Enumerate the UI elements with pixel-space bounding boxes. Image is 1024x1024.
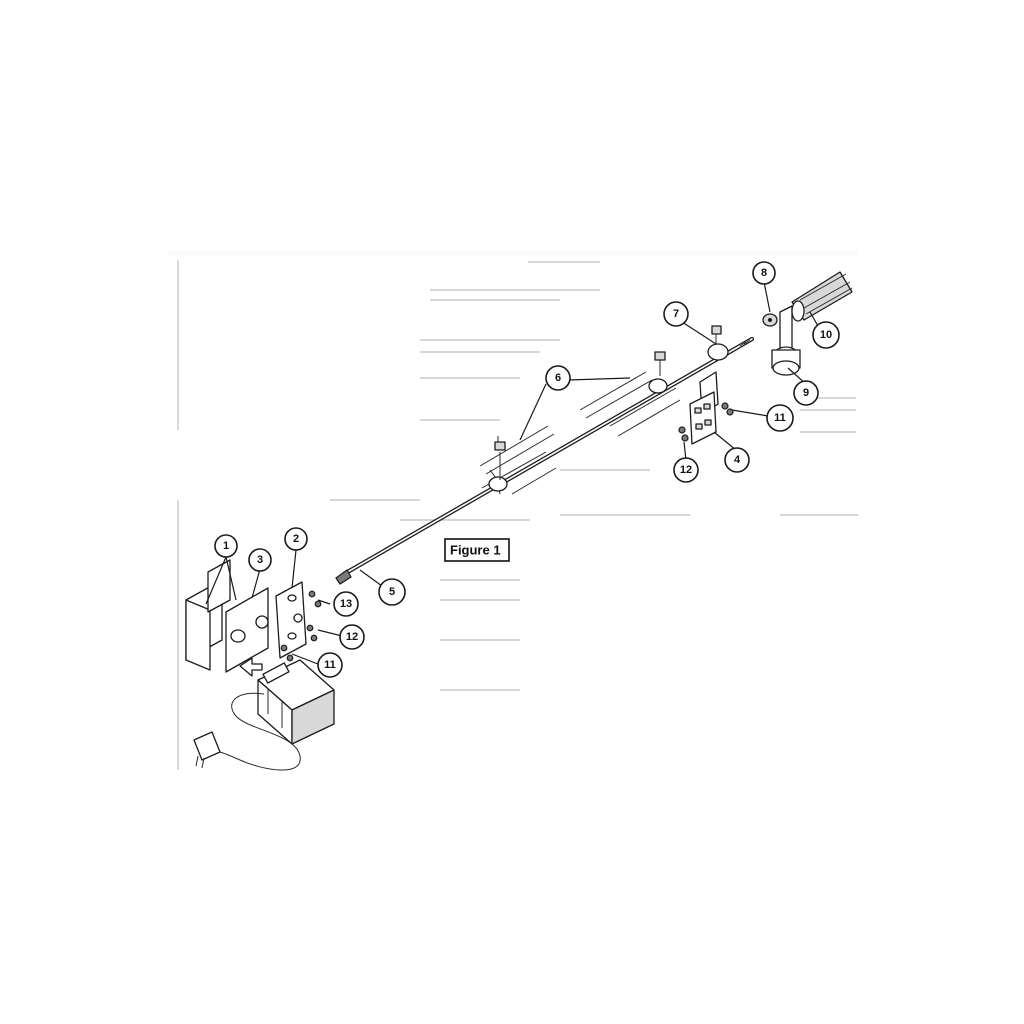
rotisserie-motor xyxy=(257,659,335,745)
callout-12-motor: 12 xyxy=(339,624,365,650)
svg-text:3: 3 xyxy=(257,554,263,566)
meat-fork-far xyxy=(579,351,681,437)
callout-7: 7 xyxy=(663,301,689,327)
svg-text:10: 10 xyxy=(820,329,832,341)
motor-plate xyxy=(275,581,307,659)
svg-text:12: 12 xyxy=(680,464,692,476)
leader-lines xyxy=(205,281,819,665)
motor-screws xyxy=(280,590,322,662)
figure-label-box: Figure 1 xyxy=(444,538,510,562)
svg-text:6: 6 xyxy=(555,372,561,384)
svg-text:1: 1 xyxy=(223,540,229,552)
rod-collar xyxy=(707,325,729,361)
callout-4: 4 xyxy=(724,447,750,473)
callout-6: 6 xyxy=(545,365,571,391)
svg-text:7: 7 xyxy=(673,308,679,320)
rod-support-bracket xyxy=(689,371,719,445)
callout-5: 5 xyxy=(378,578,406,606)
callout-12-bracket: 12 xyxy=(673,457,699,483)
figure-label: Figure 1 xyxy=(450,543,501,558)
callout-10: 10 xyxy=(812,321,840,349)
svg-text:9: 9 xyxy=(803,387,809,399)
washer xyxy=(762,313,778,327)
spit-rod xyxy=(335,336,755,585)
assembly-arrow xyxy=(239,657,263,677)
callout-3: 3 xyxy=(248,548,272,572)
bracket-screws xyxy=(678,402,734,442)
svg-text:13: 13 xyxy=(340,598,352,610)
callout-1: 1 xyxy=(214,534,238,558)
callout-11-motor: 11 xyxy=(317,652,343,678)
power-cord xyxy=(193,692,301,771)
svg-text:11: 11 xyxy=(774,412,786,424)
callout-11-bracket: 11 xyxy=(766,404,794,432)
handle-grip xyxy=(791,271,853,322)
mounting-plate xyxy=(185,559,269,673)
svg-text:4: 4 xyxy=(734,454,741,466)
callout-2: 2 xyxy=(284,527,308,551)
meat-fork-near xyxy=(479,425,557,495)
svg-text:11: 11 xyxy=(324,659,336,671)
svg-text:5: 5 xyxy=(389,586,395,598)
callout-13: 13 xyxy=(333,591,359,617)
svg-text:12: 12 xyxy=(346,631,358,643)
callout-9: 9 xyxy=(793,380,819,406)
faded-background-text xyxy=(168,250,858,770)
svg-text:8: 8 xyxy=(761,267,767,279)
callout-8: 8 xyxy=(752,261,776,285)
svg-text:2: 2 xyxy=(293,533,299,545)
